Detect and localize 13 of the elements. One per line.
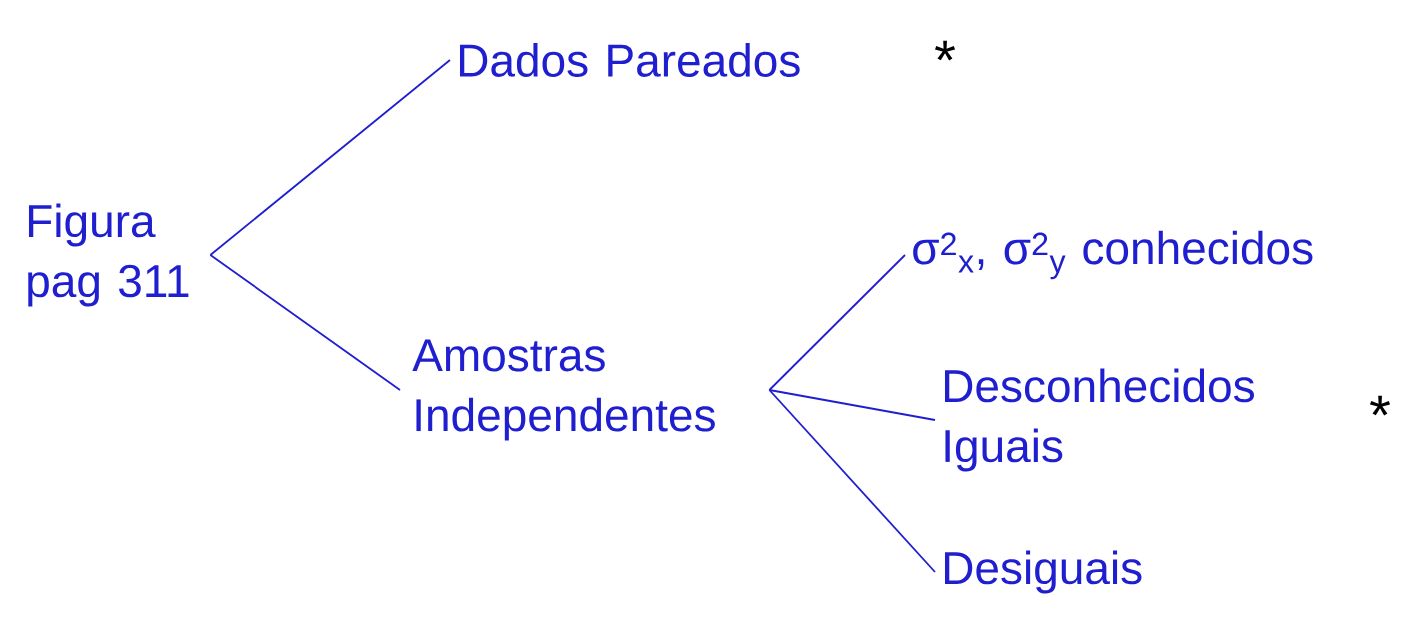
branch-line	[209, 59, 451, 256]
branch-label: Desconhecidos Iguais	[945, 368, 1254, 472]
branch-line	[768, 254, 906, 391]
branch-label: Dados Pareados	[460, 43, 800, 77]
branch-label: Amostras Independentes	[412, 339, 715, 441]
asterisk-mark: *	[1370, 395, 1391, 416]
branch-label: Desiguais	[945, 550, 1142, 594]
branch-line	[768, 389, 936, 573]
branch-label: σ$^{2}$$_{x}$, σ$^{2}$$_{y}$ conhecidos	[913, 230, 1313, 280]
branch-line	[768, 389, 936, 421]
branch-label: Figura pag 311	[28, 203, 189, 307]
asterisk-mark: *	[935, 40, 956, 61]
branch-line	[209, 254, 401, 391]
